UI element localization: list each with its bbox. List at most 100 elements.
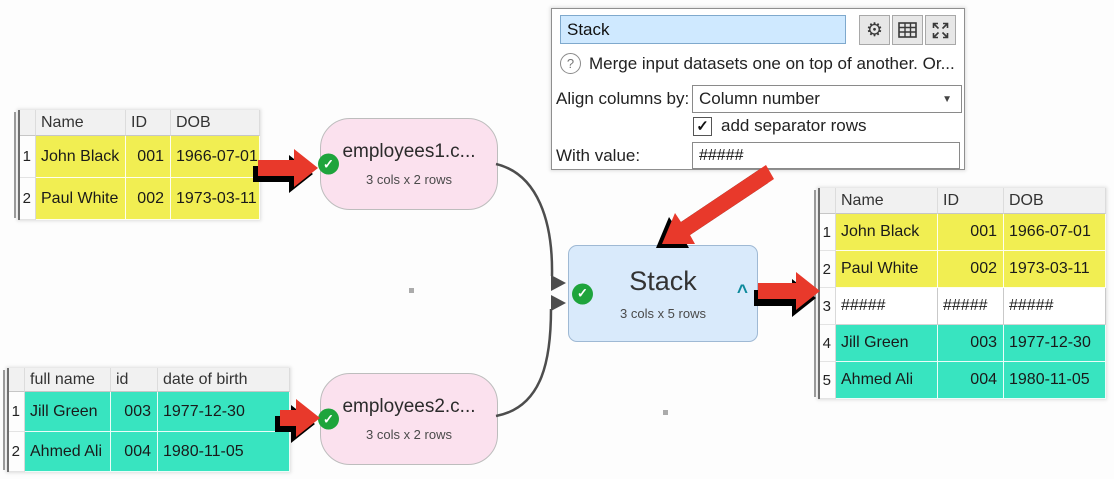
node-title: employees2.c... — [342, 396, 476, 417]
collapse-caret-icon[interactable]: ^ — [736, 281, 748, 303]
red-arrow-input1-icon — [253, 149, 318, 193]
cell[interactable]: Paul White — [36, 178, 126, 220]
help-icon[interactable]: ? — [560, 53, 581, 74]
node-stack[interactable]: ✓ Stack 3 cols x 5 rows ^ — [568, 245, 758, 342]
with-value-label: With value: — [556, 145, 641, 165]
cell[interactable]: 1973-03-11 — [1004, 251, 1106, 288]
node-title: Stack — [629, 266, 697, 296]
corner-header[interactable] — [820, 188, 836, 214]
col-header[interactable]: DOB — [171, 110, 260, 136]
cell[interactable]: 001 — [938, 214, 1004, 251]
table-row: 2 Paul White 002 1973-03-11 — [20, 178, 260, 220]
cell[interactable]: 001 — [126, 136, 171, 178]
cell[interactable]: 1977-12-30 — [158, 392, 290, 432]
col-header[interactable]: ID — [938, 188, 1004, 214]
checkmark-icon: ✓ — [323, 411, 334, 426]
cell[interactable]: Paul White — [836, 251, 938, 288]
row-number[interactable]: 4 — [820, 325, 836, 362]
output-table: Name ID DOB 1 John Black 001 1966-07-01 … — [814, 188, 1106, 399]
corner-header[interactable] — [9, 368, 25, 392]
cell[interactable]: 003 — [938, 325, 1004, 362]
checkmark-icon: ✓ — [577, 285, 588, 301]
cell[interactable]: 1977-12-30 — [1004, 325, 1106, 362]
red-arrow-output-icon — [754, 272, 820, 317]
settings-button[interactable]: ⚙ — [859, 15, 890, 45]
gear-icon: ⚙ — [865, 19, 884, 41]
cell[interactable]: 004 — [938, 362, 1004, 399]
show-table-button[interactable] — [892, 15, 923, 45]
cell[interactable]: Ahmed Ali — [836, 362, 938, 399]
align-columns-label: Align columns by: — [556, 89, 690, 108]
table-row: 1 John Black 001 1966-07-01 — [20, 136, 260, 178]
cell[interactable]: John Black — [36, 136, 126, 178]
node-dimensions: 3 cols x 5 rows — [620, 306, 706, 321]
align-columns-dropdown[interactable]: Column number ▼ — [692, 85, 962, 113]
stack-options-panel: ⚙ ? Merge input datasets one on top of a… — [551, 8, 965, 170]
transform-name-input[interactable] — [560, 15, 846, 44]
row-number[interactable]: 2 — [820, 251, 836, 288]
checkmark-icon: ✓ — [696, 118, 709, 135]
cell[interactable]: 1973-03-11 — [171, 178, 260, 220]
col-header[interactable]: id — [111, 368, 158, 392]
col-header[interactable]: full name — [25, 368, 111, 392]
cell[interactable]: 002 — [126, 178, 171, 220]
add-separator-rows-checkbox[interactable]: ✓ — [693, 116, 712, 136]
expand-button[interactable] — [925, 15, 956, 45]
corner-header[interactable] — [20, 110, 36, 136]
status-ok-icon: ✓ — [318, 408, 339, 430]
connector-curve — [495, 308, 553, 418]
row-number[interactable]: 5 — [820, 362, 836, 399]
node-dimensions: 3 cols x 2 rows — [366, 172, 452, 187]
table-row: 1 John Black 001 1966-07-01 — [820, 214, 1106, 251]
table-icon — [898, 22, 917, 38]
transform-description: Merge input datasets one on top of anoth… — [589, 53, 955, 73]
row-number[interactable]: 1 — [820, 214, 836, 251]
cell[interactable]: 1966-07-01 — [171, 136, 260, 178]
table-row: 3 ##### ##### ##### — [820, 288, 1106, 325]
with-value-input[interactable] — [692, 142, 960, 169]
cell[interactable]: John Black — [836, 214, 938, 251]
cell[interactable]: ##### — [938, 288, 1004, 325]
connector-arrowhead-icon — [551, 275, 566, 291]
node-employees2[interactable]: ✓ employees2.c... 3 cols x 2 rows — [318, 373, 498, 465]
status-ok-icon: ✓ — [572, 283, 593, 304]
cell[interactable]: 004 — [111, 432, 158, 472]
row-number[interactable]: 2 — [20, 178, 36, 220]
row-number[interactable]: 2 — [9, 432, 25, 472]
row-number[interactable]: 3 — [820, 288, 836, 325]
row-number[interactable]: 1 — [20, 136, 36, 178]
cell[interactable]: Ahmed Ali — [25, 432, 111, 472]
grid-dot — [663, 410, 668, 415]
add-separator-rows-label: add separator rows — [721, 116, 867, 135]
col-header[interactable]: Name — [836, 188, 938, 214]
cell[interactable]: 1966-07-01 — [1004, 214, 1106, 251]
node-employees1[interactable]: ✓ employees1.c... 3 cols x 2 rows — [318, 118, 498, 210]
cell[interactable]: ##### — [836, 288, 938, 325]
cell[interactable]: Jill Green — [25, 392, 111, 432]
cell[interactable]: 002 — [938, 251, 1004, 288]
input-table-employees2: full name id date of birth 1 Jill Green … — [3, 368, 290, 472]
col-header[interactable]: Name — [36, 110, 126, 136]
cell[interactable]: 1980-11-05 — [1004, 362, 1106, 399]
table-row: 4 Jill Green 003 1977-12-30 — [820, 325, 1106, 362]
table-row: 2 Ahmed Ali 004 1980-11-05 — [9, 432, 290, 472]
col-header[interactable]: ID — [126, 110, 171, 136]
cell[interactable]: 003 — [111, 392, 158, 432]
red-arrow-panel-icon — [656, 165, 774, 248]
row-number[interactable]: 1 — [9, 392, 25, 432]
status-ok-icon: ✓ — [318, 153, 339, 175]
cell[interactable]: 1980-11-05 — [158, 432, 290, 472]
connector-arrowhead-icon — [551, 295, 566, 311]
cell[interactable]: Jill Green — [836, 325, 938, 362]
col-header[interactable]: DOB — [1004, 188, 1106, 214]
col-header[interactable]: date of birth — [158, 368, 290, 392]
table-row: 5 Ahmed Ali 004 1980-11-05 — [820, 362, 1106, 399]
chevron-down-icon: ▼ — [942, 93, 952, 105]
cell[interactable]: ##### — [1004, 288, 1106, 325]
connector-curve — [495, 162, 554, 277]
table-row: 1 Jill Green 003 1977-12-30 — [9, 392, 290, 432]
node-title: employees1.c... — [342, 141, 476, 162]
expand-icon — [932, 22, 949, 38]
dropdown-value: Column number — [699, 89, 820, 108]
node-dimensions: 3 cols x 2 rows — [366, 427, 452, 442]
